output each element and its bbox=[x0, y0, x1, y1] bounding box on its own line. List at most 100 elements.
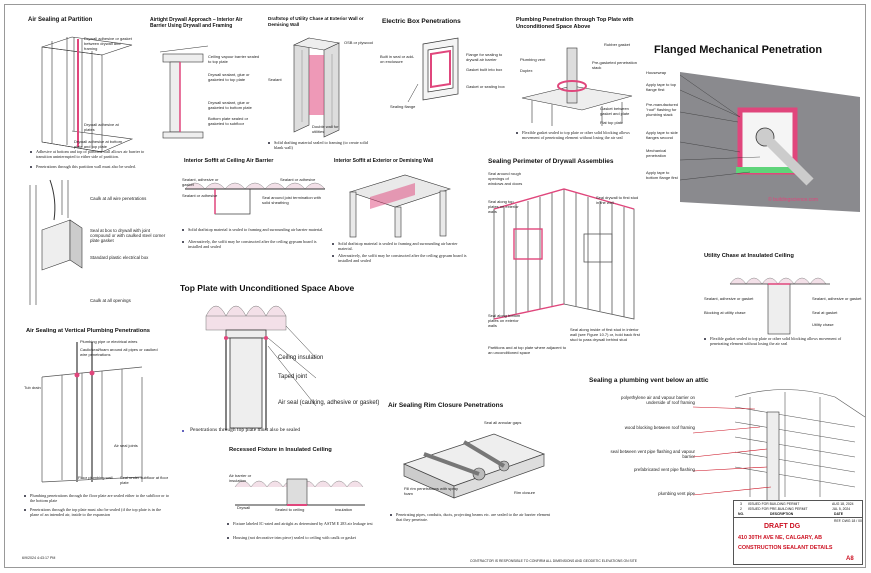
electric-box-drawing bbox=[407, 37, 459, 103]
label: Double wall for utilities bbox=[312, 124, 339, 134]
label: seal between vent pipe flashing and vapo… bbox=[610, 449, 695, 459]
panel-title: Top Plate with Unconditioned Space Above bbox=[180, 283, 355, 293]
rev-desc: ISSUED FOR BUILDING PERMIT bbox=[748, 502, 800, 506]
label: Seal at gasket bbox=[812, 310, 838, 315]
panel-title: Air Sealing at Partition bbox=[28, 17, 93, 23]
panel-title: Plumbing Penetration through Top Plate w… bbox=[516, 17, 634, 30]
bullet-dot bbox=[24, 508, 26, 511]
rev-header-desc: DESCRIPTION bbox=[770, 512, 794, 516]
panel-electrical-caulk: Caulk at all wire penetrations Seal at b… bbox=[22, 179, 172, 310]
label: Housewrap bbox=[646, 70, 667, 75]
sheet-title: CONSTRUCTION SEALANT DETAILS bbox=[738, 545, 833, 551]
label: Seal drywall to first stud in the wall bbox=[596, 195, 639, 205]
bullet: Penetrating pipes, conduits, ducts, proj… bbox=[396, 512, 551, 523]
bullet-dot bbox=[30, 165, 32, 168]
panel-title: Utility Chase at Insulated Ceiling bbox=[704, 253, 794, 259]
bullet: Solid drafting material sealed to framin… bbox=[274, 140, 368, 151]
panel-title: Flanged Mechanical Penetration bbox=[654, 44, 823, 56]
plumbing-vent-drawing bbox=[692, 389, 866, 503]
rev-desc: ISSUED FOR PRE-BUILDING PERMIT bbox=[748, 507, 808, 511]
label: Drywall adhesive or gasket between drywa… bbox=[84, 36, 132, 51]
bullet: Penetrations through the top plate must … bbox=[30, 507, 162, 518]
label: Utility chase bbox=[812, 322, 834, 327]
label: polyethylene air and vapour barrier on u… bbox=[621, 395, 695, 405]
bullet-dot bbox=[704, 337, 706, 340]
label: Seal around rough openings of windows an… bbox=[488, 171, 523, 186]
panel-recessed-fixture: Recessed Fixture in Insulated Ceiling Ai… bbox=[225, 445, 375, 550]
bullet-dot bbox=[182, 240, 184, 243]
label: Seal along inside of first stud in inter… bbox=[570, 327, 640, 342]
panel-top-plate: Top Plate with Unconditioned Space Above… bbox=[176, 280, 391, 440]
label: prefabricated vent pipe flashing bbox=[633, 467, 695, 472]
label: Caulk/seal/foam around all pipes or caul… bbox=[80, 347, 158, 357]
revision-table: 3 ISSUED FOR BUILDING PERMIT AUG 18, 202… bbox=[734, 501, 862, 518]
label: Caulk at all wire penetrations bbox=[90, 196, 147, 201]
label: Sealant, adhesive or gasket bbox=[704, 296, 754, 301]
top-plate-drawing bbox=[205, 305, 317, 430]
panel-title: Air Sealing at Vertical Plumbing Penetra… bbox=[26, 328, 151, 334]
print-timestamp: 6/9/2024 4:43:17 PM bbox=[22, 556, 56, 560]
panel-flanged-mechanical: Flanged Mechanical Penetration Housewrap… bbox=[640, 40, 865, 212]
label: Plumbing vent bbox=[520, 57, 546, 62]
bullet-dot bbox=[390, 513, 392, 516]
label: Ceiling vapour barrier sealed to top pla… bbox=[208, 54, 260, 64]
bullet-dot bbox=[332, 242, 334, 245]
bullet-dot bbox=[332, 254, 334, 257]
label: Seal along top plates on exterior walls bbox=[488, 199, 519, 214]
label: OSB or plywood bbox=[344, 40, 373, 45]
rev-date: JUL 5, 2024 bbox=[832, 507, 851, 511]
panel-plumbing-vent-attic: Sealing a plumbing vent below an attic p… bbox=[585, 375, 866, 503]
label: Seal at box to drywall with joint compou… bbox=[90, 228, 166, 243]
label: Sealant or adhesive bbox=[182, 193, 218, 198]
bullet-dot bbox=[227, 522, 229, 525]
label: Pre-manufactured "roof" flashing for plu… bbox=[646, 102, 679, 117]
panel-title: Interior Soffit at Ceiling Air Barrier bbox=[184, 158, 274, 164]
utility-chase-ceiling-drawing bbox=[729, 277, 830, 335]
rev-header-num: NO. bbox=[738, 512, 745, 516]
label: Sealant, adhesive or gasket bbox=[182, 177, 219, 187]
rim-closure-drawing bbox=[403, 433, 545, 499]
bullet-dot bbox=[268, 141, 270, 144]
label: Sealing flange bbox=[390, 104, 416, 109]
panel-rim-closure: Air Sealing Rim Closure Penetrations Sea… bbox=[384, 400, 554, 530]
label: Flat top plate bbox=[600, 120, 624, 125]
bullet: Penetrations through this partition wall… bbox=[36, 164, 136, 169]
panel-title: Airtight Drywall Approach – Interior Air… bbox=[150, 17, 243, 29]
label: Floor plumbing wall bbox=[78, 475, 113, 480]
label: Seal along bottom plates on exterior wal… bbox=[488, 313, 521, 328]
electrical-caulk-drawing bbox=[29, 179, 83, 305]
label: Air barrier or insulation bbox=[229, 473, 252, 483]
bullet: Flexible gasket sealed to top plate or o… bbox=[522, 130, 630, 141]
drywall-section-drawing bbox=[159, 45, 209, 139]
label: Flange for sealing to drywall air barrie… bbox=[466, 52, 503, 62]
bullet: Adhesive at bottom and top of partition … bbox=[36, 149, 145, 160]
bullet: Fixture labeled IC-rated and airtight as… bbox=[233, 521, 373, 526]
title-block: 3 ISSUED FOR BUILDING PERMIT AUG 18, 202… bbox=[733, 500, 863, 565]
plumbing-penetration-drawing bbox=[521, 47, 633, 126]
flanged-penetration-drawing bbox=[679, 72, 860, 212]
panel-soffit-exterior: Interior Soffit at Exterior or Demising … bbox=[330, 155, 470, 265]
contractor-note: CONTRACTOR IS RESPONSIBLE TO CONFIRM ALL… bbox=[470, 559, 638, 563]
soffit-exterior-drawing bbox=[349, 174, 451, 238]
label: Caulk at all openings bbox=[90, 298, 131, 303]
label: Mechanical penetration bbox=[646, 148, 667, 158]
panel-sealing-perimeter: Sealing Perimeter of Drywall Assemblies … bbox=[484, 155, 644, 370]
label: Apply tape to bottom flange first bbox=[646, 170, 678, 180]
label: Fill rim penetrations with spray foam bbox=[404, 486, 459, 496]
label: Drywall bbox=[237, 505, 251, 510]
sheet-number: A8 bbox=[846, 556, 854, 562]
label: Taped joint bbox=[278, 374, 308, 380]
label: Plumbing pipe or electrical wires bbox=[80, 339, 138, 344]
label: Rim closure bbox=[514, 490, 536, 495]
label: Gasket between gasket and plate bbox=[600, 106, 630, 116]
label: Bottom plate sealed or gasketed to subfl… bbox=[208, 116, 249, 126]
bullet-dot bbox=[30, 150, 32, 153]
label: Sealant or adhesive bbox=[280, 177, 316, 182]
panel-utility-chase-ceiling: Utility Chase at Insulated Ceiling Seala… bbox=[700, 250, 865, 360]
panel-title: Interior Soffit at Exterior or Demising … bbox=[334, 158, 434, 164]
bullet: Alternatively, the soffit may be constru… bbox=[338, 253, 467, 264]
label: Sealed to ceiling bbox=[275, 507, 305, 512]
panel-title: Recessed Fixture in Insulated Ceiling bbox=[229, 447, 332, 453]
panel-title: Electric Box Penetrations bbox=[382, 18, 461, 25]
label: Air seal joints bbox=[114, 443, 138, 448]
